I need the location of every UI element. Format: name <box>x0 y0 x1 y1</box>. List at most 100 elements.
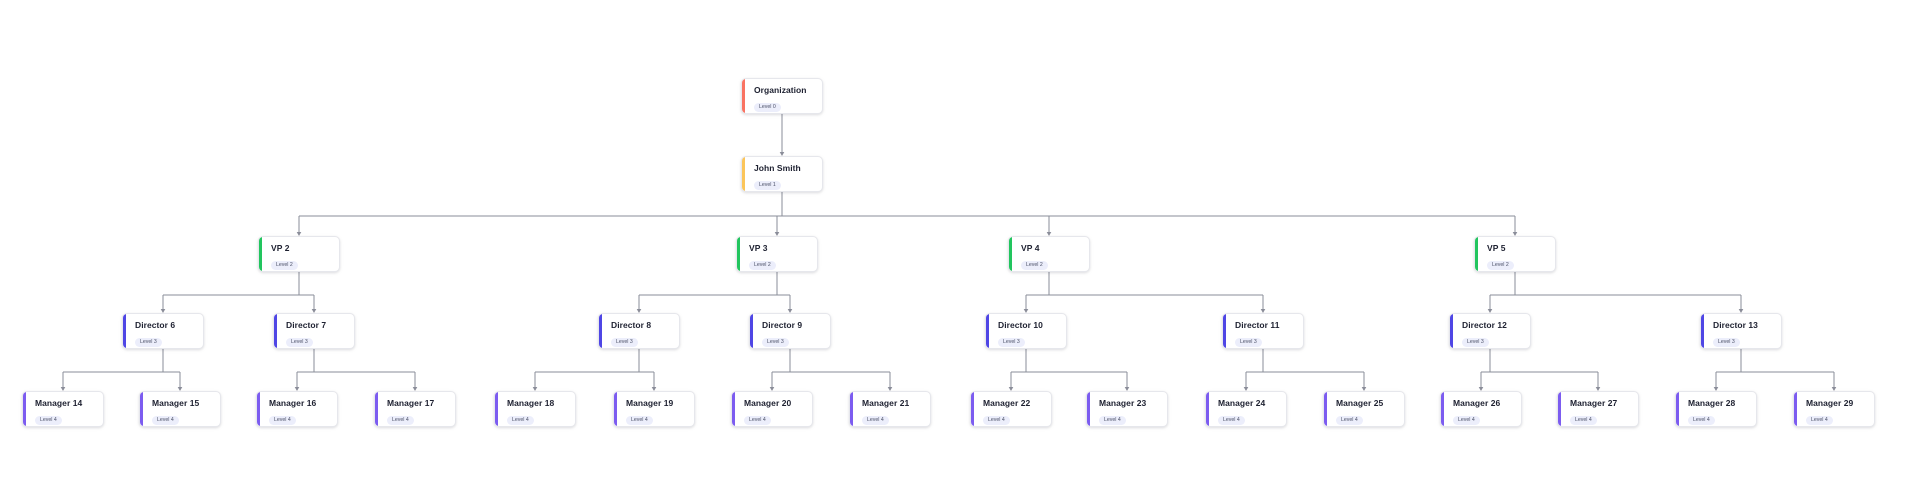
node-level-badge: Level 3 <box>1713 337 1740 347</box>
node-level-badge: Level 2 <box>1487 260 1514 270</box>
org-node-manager-18[interactable]: Manager 18 Level 4 <box>494 391 576 427</box>
node-accent-bar <box>1223 314 1226 348</box>
org-node-manager-24[interactable]: Manager 24 Level 4 <box>1205 391 1287 427</box>
node-level-badge: Level 1 <box>754 180 781 190</box>
node-body: Manager 15 Level 4 <box>143 392 220 426</box>
node-title: Director 7 <box>286 320 327 330</box>
node-level-badge: Level 4 <box>35 415 62 425</box>
node-body: Director 10 Level 3 <box>989 314 1066 348</box>
node-level-badge: Level 4 <box>1218 415 1245 425</box>
node-title: Manager 28 <box>1688 398 1736 408</box>
node-body: Manager 18 Level 4 <box>498 392 575 426</box>
node-title: Manager 27 <box>1570 398 1618 408</box>
node-level-badge: Level 4 <box>862 415 889 425</box>
node-title: Director 10 <box>998 320 1043 330</box>
node-title: Manager 23 <box>1099 398 1147 408</box>
org-node-vp-5[interactable]: VP 5 Level 2 <box>1474 236 1556 272</box>
node-title: VP 2 <box>271 243 290 253</box>
node-title: Director 13 <box>1713 320 1758 330</box>
node-level-badge: Level 0 <box>754 102 781 112</box>
node-level-badge: Level 3 <box>1462 337 1489 347</box>
node-level-badge: Level 4 <box>626 415 653 425</box>
org-node-manager-27[interactable]: Manager 27 Level 4 <box>1557 391 1639 427</box>
node-title: Manager 29 <box>1806 398 1854 408</box>
node-title: Director 8 <box>611 320 652 330</box>
node-accent-bar <box>375 392 378 426</box>
node-title: Manager 18 <box>507 398 555 408</box>
node-accent-bar <box>1701 314 1704 348</box>
node-level-badge: Level 4 <box>1336 415 1363 425</box>
node-accent-bar <box>1450 314 1453 348</box>
node-level-badge: Level 4 <box>152 415 179 425</box>
node-accent-bar <box>1558 392 1561 426</box>
node-title: Manager 15 <box>152 398 200 408</box>
node-title: Manager 21 <box>862 398 910 408</box>
org-node-director-10[interactable]: Director 10 Level 3 <box>985 313 1067 349</box>
node-accent-bar <box>1676 392 1679 426</box>
node-level-badge: Level 3 <box>1235 337 1262 347</box>
org-node-manager-15[interactable]: Manager 15 Level 4 <box>139 391 221 427</box>
node-level-badge: Level 4 <box>507 415 534 425</box>
node-title: Director 9 <box>762 320 803 330</box>
node-accent-bar <box>750 314 753 348</box>
node-body: Manager 24 Level 4 <box>1209 392 1286 426</box>
node-title: VP 3 <box>749 243 768 253</box>
node-accent-bar <box>1794 392 1797 426</box>
node-title: Organization <box>754 85 807 95</box>
node-accent-bar <box>259 237 262 271</box>
node-level-badge: Level 4 <box>1570 415 1597 425</box>
node-accent-bar <box>1475 237 1478 271</box>
org-node-manager-21[interactable]: Manager 21 Level 4 <box>849 391 931 427</box>
node-body: VP 5 Level 2 <box>1478 237 1555 271</box>
node-title: Manager 17 <box>387 398 435 408</box>
node-accent-bar <box>732 392 735 426</box>
node-title: Manager 26 <box>1453 398 1501 408</box>
node-accent-bar <box>1441 392 1444 426</box>
node-level-badge: Level 3 <box>998 337 1025 347</box>
node-title: Manager 20 <box>744 398 792 408</box>
org-node-director-13[interactable]: Director 13 Level 3 <box>1700 313 1782 349</box>
node-accent-bar <box>742 79 745 113</box>
node-level-badge: Level 4 <box>983 415 1010 425</box>
node-title: VP 5 <box>1487 243 1506 253</box>
node-title: Manager 24 <box>1218 398 1266 408</box>
